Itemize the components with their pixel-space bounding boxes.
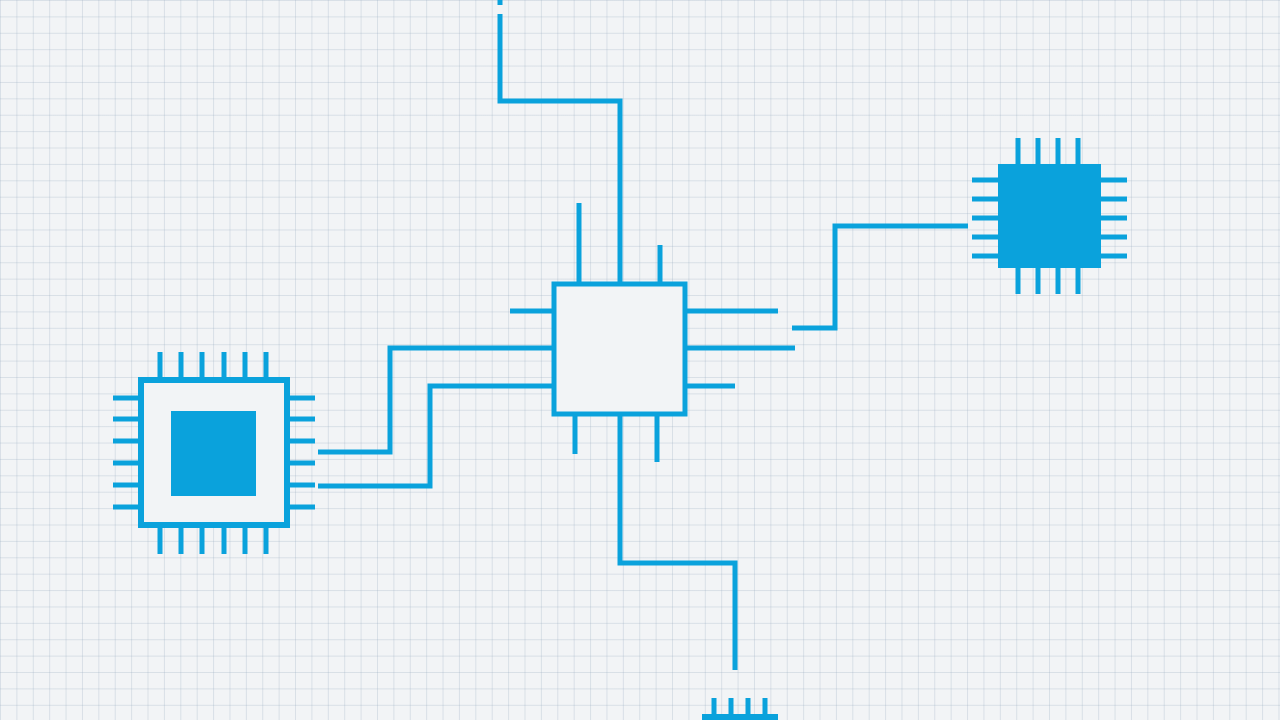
trace-center-to-bottom <box>617 414 738 670</box>
trace-left-to-center-1 <box>318 345 552 455</box>
trace-top-to-center <box>497 14 623 283</box>
left-processor-chip <box>113 352 315 554</box>
trace-left-to-center-2 <box>318 383 552 489</box>
trace-center-to-right <box>792 223 968 331</box>
right-processor-chip <box>972 138 1127 294</box>
left-chip-core <box>171 411 256 496</box>
central-processor-chip <box>510 203 795 462</box>
bottom-processor-chip <box>702 698 778 720</box>
